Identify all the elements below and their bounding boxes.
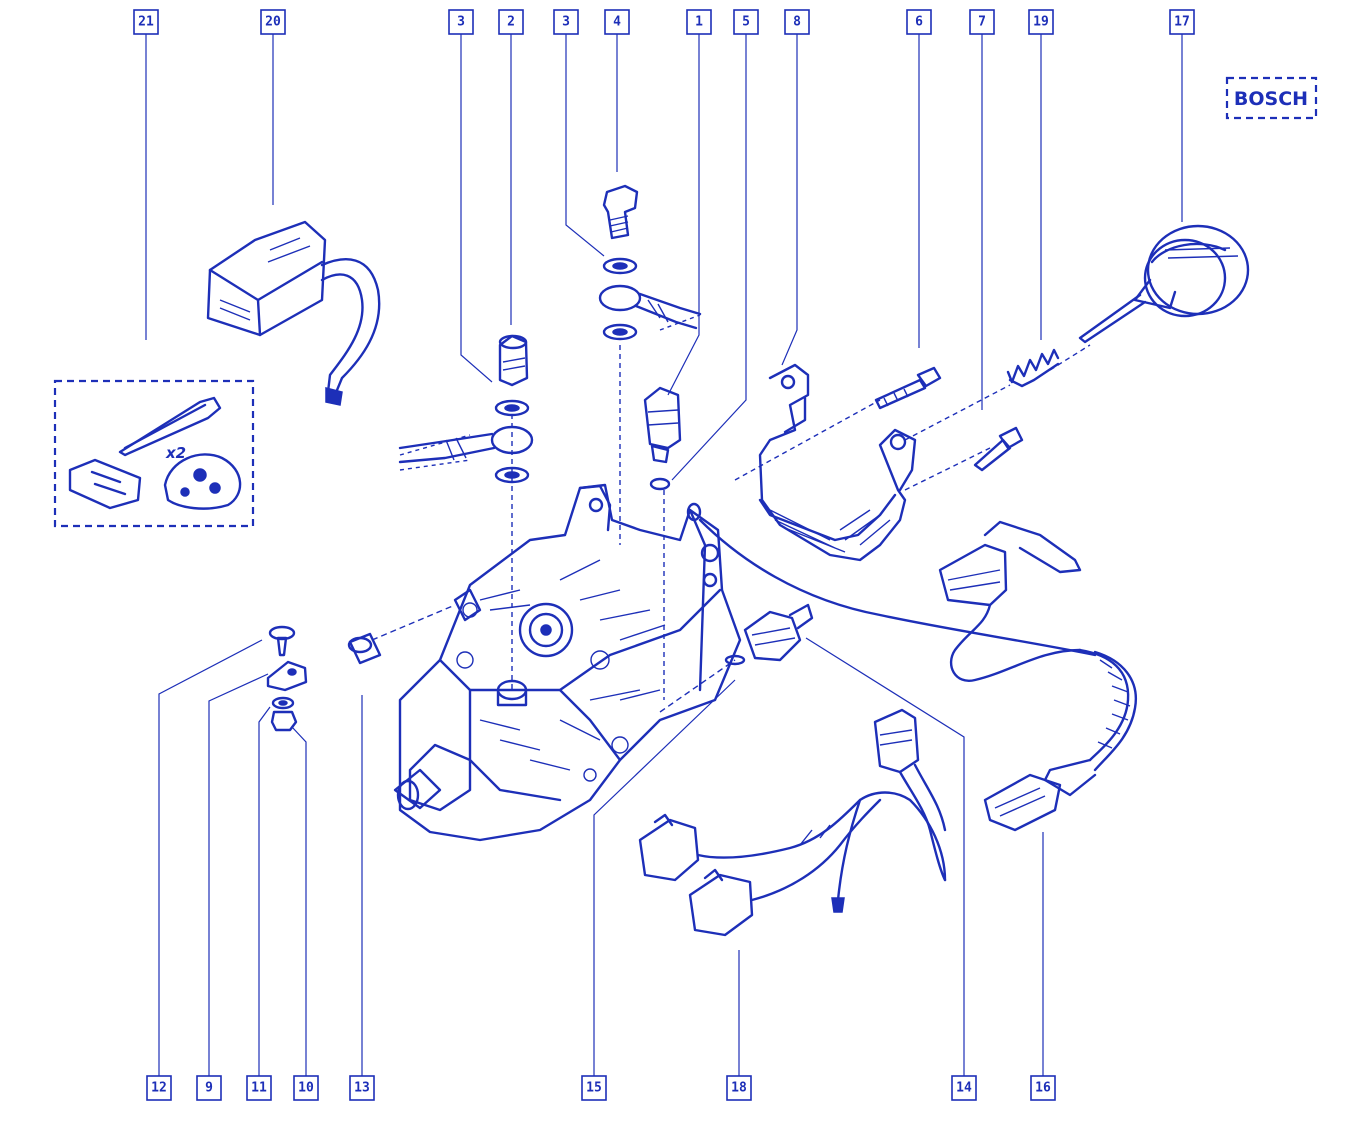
callout-8: 8	[784, 9, 810, 35]
callout-15: 15	[581, 1075, 607, 1101]
svg-text:8: 8	[793, 15, 801, 30]
fastener-10-nut	[270, 710, 298, 732]
assembly-axis-lines	[371, 314, 1091, 713]
callout-3b: 3	[553, 9, 579, 35]
injection-pump	[393, 483, 742, 842]
wiring-harness-18	[638, 708, 947, 937]
svg-text:19: 19	[1033, 15, 1049, 30]
sensor-harness-16	[938, 520, 1138, 832]
svg-text:2: 2	[507, 15, 515, 30]
brand-badge: BOSCH	[1225, 76, 1318, 120]
mounting-bracket	[758, 363, 917, 562]
svg-text:7: 7	[978, 15, 986, 30]
brand-label: BOSCH	[1234, 88, 1308, 110]
callout-21: 21	[133, 9, 159, 35]
svg-text:4: 4	[613, 15, 621, 30]
callout-16: 16	[1030, 1075, 1056, 1101]
plug-13	[347, 632, 382, 665]
callout-19: 19	[1028, 9, 1054, 35]
svg-text:21: 21	[138, 15, 154, 30]
vacuum-capsule	[1078, 224, 1250, 344]
banjo-bolt-left	[498, 334, 529, 387]
leader-lines	[145, 34, 1183, 1076]
callout-9: 9	[196, 1075, 222, 1101]
fastener-11-washer	[271, 696, 295, 710]
svg-text:12: 12	[151, 1081, 167, 1096]
callout-7: 7	[969, 9, 995, 35]
callout-13: 13	[349, 1075, 375, 1101]
banjo-fitting-left	[398, 399, 534, 484]
callout-10: 10	[293, 1075, 319, 1101]
callout-4: 4	[604, 9, 630, 35]
kit-note: x2	[165, 444, 186, 462]
svg-text:5: 5	[742, 15, 750, 30]
callout-14: 14	[951, 1075, 977, 1101]
svg-text:15: 15	[586, 1081, 602, 1096]
callout-5: 5	[733, 9, 759, 35]
svg-text:9: 9	[205, 1081, 213, 1096]
banjo-bolt-upper	[602, 184, 639, 240]
earth-wire	[686, 502, 1097, 657]
callout-3a: 3	[448, 9, 474, 35]
callout-6: 6	[906, 9, 932, 35]
svg-text:20: 20	[265, 15, 281, 30]
callout-17: 17	[1169, 9, 1195, 35]
callout-12: 12	[146, 1075, 172, 1101]
svg-text:3: 3	[562, 15, 570, 30]
callout-18: 18	[726, 1075, 752, 1101]
callout-1: 1	[686, 9, 712, 35]
fastener-12-screw	[268, 625, 296, 657]
svg-text:3: 3	[457, 15, 465, 30]
svg-text:11: 11	[251, 1081, 267, 1096]
bracket-bolt-6	[874, 366, 942, 410]
callout-2: 2	[498, 9, 524, 35]
stop-solenoid	[643, 386, 682, 491]
return-spring	[1006, 348, 1060, 388]
banjo-fitting-upper	[598, 257, 702, 341]
callout-20: 20	[260, 9, 286, 35]
callout-11: 11	[246, 1075, 272, 1101]
svg-text:1: 1	[695, 15, 703, 30]
svg-text:10: 10	[298, 1081, 314, 1096]
repair-kit: x2	[53, 379, 255, 528]
fastener-9-clip	[266, 660, 308, 692]
svg-text:6: 6	[915, 15, 923, 30]
svg-text:17: 17	[1174, 15, 1190, 30]
svg-text:18: 18	[731, 1081, 747, 1096]
speed-sensor	[724, 603, 814, 666]
svg-text:13: 13	[354, 1081, 370, 1096]
svg-text:16: 16	[1035, 1081, 1051, 1096]
bracket-bolt-7	[973, 426, 1024, 472]
svg-text:14: 14	[956, 1081, 972, 1096]
ignition-module	[206, 220, 381, 406]
